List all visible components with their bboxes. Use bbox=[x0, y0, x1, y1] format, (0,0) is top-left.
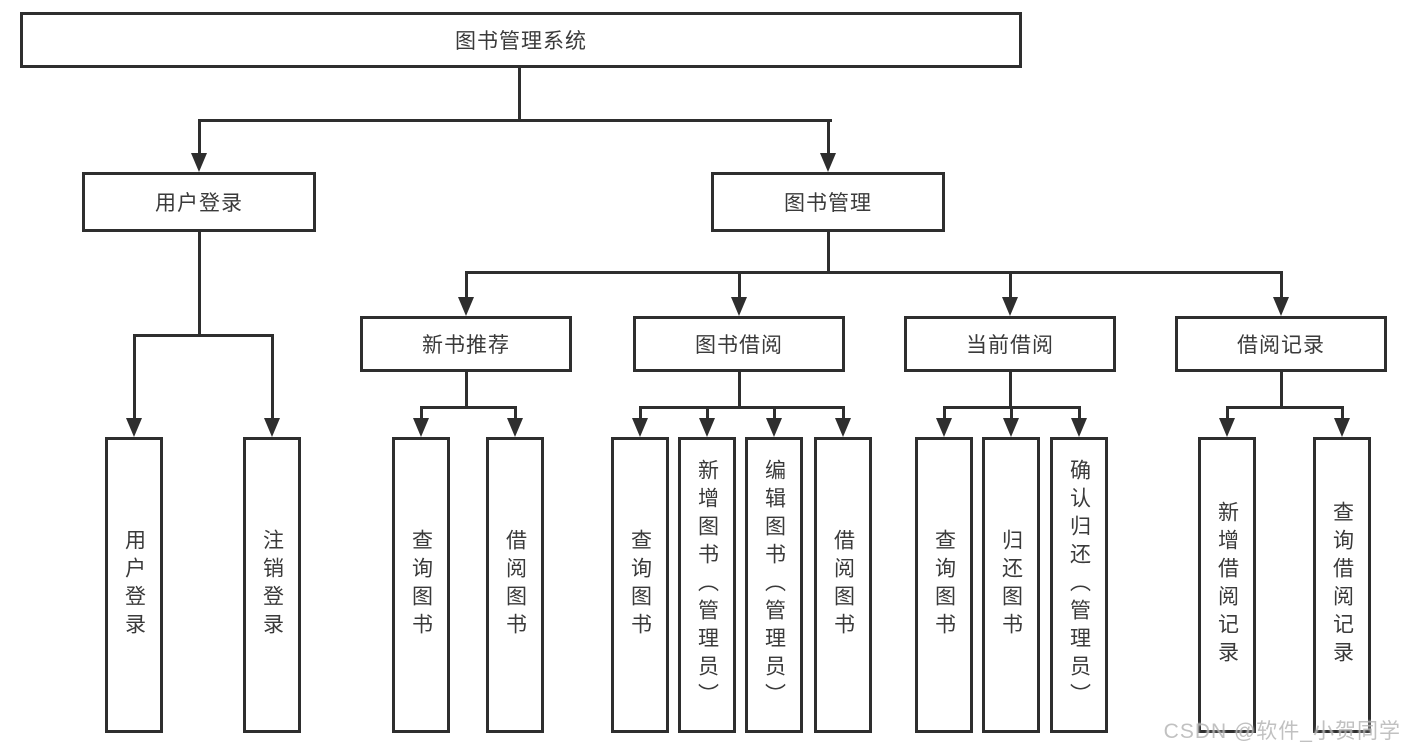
connector-line bbox=[198, 119, 832, 122]
connector-line bbox=[943, 406, 946, 422]
node-leaf-query-books-3: 查询图书 bbox=[915, 437, 973, 733]
node-root: 图书管理系统 bbox=[20, 12, 1022, 68]
arrow-down-icon bbox=[699, 418, 715, 437]
connector-line bbox=[773, 406, 776, 422]
node-leaf-add-borrow-record: 新增借阅记录 bbox=[1198, 437, 1256, 733]
arrow-down-icon bbox=[507, 418, 523, 437]
connector-line bbox=[514, 406, 517, 422]
connector-line bbox=[420, 406, 423, 422]
connector-line bbox=[1226, 406, 1229, 422]
node-leaf-return-book: 归还图书 bbox=[982, 437, 1040, 733]
node-leaf-logout: 注销登录 bbox=[243, 437, 301, 733]
connector-line bbox=[842, 406, 845, 422]
connector-line bbox=[1280, 271, 1283, 301]
arrow-down-icon bbox=[731, 297, 747, 316]
connector-line bbox=[420, 406, 517, 409]
node-leaf-borrow-books-2: 借阅图书 bbox=[814, 437, 872, 733]
csdn-watermark: CSDN @软件_小贺同学 bbox=[1163, 720, 1401, 743]
node-new-book-recommend: 新书推荐 bbox=[360, 316, 572, 372]
connector-line bbox=[271, 334, 274, 422]
node-leaf-query-books-2: 查询图书 bbox=[611, 437, 669, 733]
arrow-down-icon bbox=[413, 418, 429, 437]
arrow-down-icon bbox=[766, 418, 782, 437]
connector-line bbox=[1280, 372, 1283, 409]
node-leaf-borrow-books-1: 借阅图书 bbox=[486, 437, 544, 733]
connector-line bbox=[1009, 372, 1012, 409]
arrow-down-icon bbox=[1273, 297, 1289, 316]
arrow-down-icon bbox=[632, 418, 648, 437]
node-borrow-records: 借阅记录 bbox=[1175, 316, 1387, 372]
arrow-down-icon bbox=[1003, 418, 1019, 437]
connector-line bbox=[827, 230, 830, 274]
arrow-down-icon bbox=[936, 418, 952, 437]
connector-line bbox=[738, 372, 741, 409]
node-leaf-user-login: 用户登录 bbox=[105, 437, 163, 733]
node-leaf-add-book-admin: 新增图书（管理员） bbox=[678, 437, 736, 733]
arrow-down-icon bbox=[126, 418, 142, 437]
connector-line bbox=[133, 334, 274, 337]
node-leaf-edit-book-admin: 编辑图书（管理员） bbox=[745, 437, 803, 733]
connector-line bbox=[1341, 406, 1344, 422]
connector-line bbox=[639, 406, 845, 409]
connector-line bbox=[738, 271, 741, 301]
arrow-down-icon bbox=[820, 153, 836, 172]
node-current-borrow: 当前借阅 bbox=[904, 316, 1116, 372]
arrow-down-icon bbox=[1071, 418, 1087, 437]
connector-line bbox=[198, 119, 201, 157]
connector-line bbox=[1226, 406, 1344, 409]
arrow-down-icon bbox=[458, 297, 474, 316]
node-book-borrow: 图书借阅 bbox=[633, 316, 845, 372]
connector-line bbox=[1009, 271, 1012, 301]
connector-line bbox=[827, 119, 830, 157]
connector-line bbox=[639, 406, 642, 422]
connector-line bbox=[1078, 406, 1081, 422]
connector-line bbox=[706, 406, 709, 422]
node-book-management: 图书管理 bbox=[711, 172, 945, 232]
arrow-down-icon bbox=[835, 418, 851, 437]
arrow-down-icon bbox=[1334, 418, 1350, 437]
arrow-down-icon bbox=[1002, 297, 1018, 316]
arrow-down-icon bbox=[1219, 418, 1235, 437]
arrow-down-icon bbox=[264, 418, 280, 437]
node-user-login: 用户登录 bbox=[82, 172, 316, 232]
connector-line bbox=[198, 230, 201, 336]
node-leaf-query-borrow-record: 查询借阅记录 bbox=[1313, 437, 1371, 733]
connector-line bbox=[133, 334, 136, 422]
node-leaf-confirm-return-admin: 确认归还（管理员） bbox=[1050, 437, 1108, 733]
connector-line bbox=[465, 271, 468, 301]
arrow-down-icon bbox=[191, 153, 207, 172]
connector-line bbox=[465, 271, 1282, 274]
connector-line bbox=[518, 66, 521, 121]
connector-line bbox=[1010, 406, 1013, 422]
node-leaf-query-books-1: 查询图书 bbox=[392, 437, 450, 733]
connector-line bbox=[465, 372, 468, 409]
